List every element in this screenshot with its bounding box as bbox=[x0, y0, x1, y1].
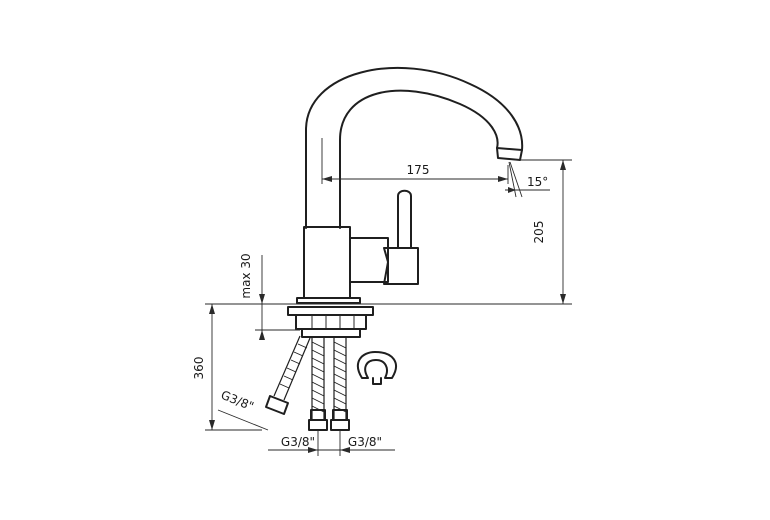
hose-length-label: 360 bbox=[192, 357, 206, 380]
dimension-thread-bottom: G3/8" G3/8" bbox=[268, 430, 395, 456]
reach-label: 175 bbox=[407, 163, 430, 177]
hose-diagonal bbox=[265, 335, 311, 415]
dimension-spout-angle: 15° bbox=[505, 161, 550, 198]
max-deck-label: max 30 bbox=[239, 253, 253, 298]
dimension-thread-diagonal: G3/8" bbox=[217, 388, 269, 431]
thread-left-label: G3/8" bbox=[281, 435, 315, 449]
dimension-reach: 175 bbox=[321, 138, 509, 184]
height-label: 205 bbox=[532, 221, 546, 244]
faucet-body bbox=[303, 189, 419, 299]
thread-diagonal-label: G3/8" bbox=[219, 388, 256, 414]
faucet-spout bbox=[305, 66, 524, 229]
hose-right bbox=[330, 337, 350, 431]
faucet-base bbox=[287, 297, 374, 338]
hose-left bbox=[308, 337, 328, 431]
spout-angle-label: 15° bbox=[527, 175, 548, 189]
dimension-hose-length: 360 bbox=[192, 304, 262, 431]
thread-right-label: G3/8" bbox=[348, 435, 382, 449]
dimension-max-deck: max 30 bbox=[239, 253, 300, 340]
dimension-height: 205 bbox=[205, 159, 572, 305]
mounting-clip bbox=[356, 351, 397, 385]
